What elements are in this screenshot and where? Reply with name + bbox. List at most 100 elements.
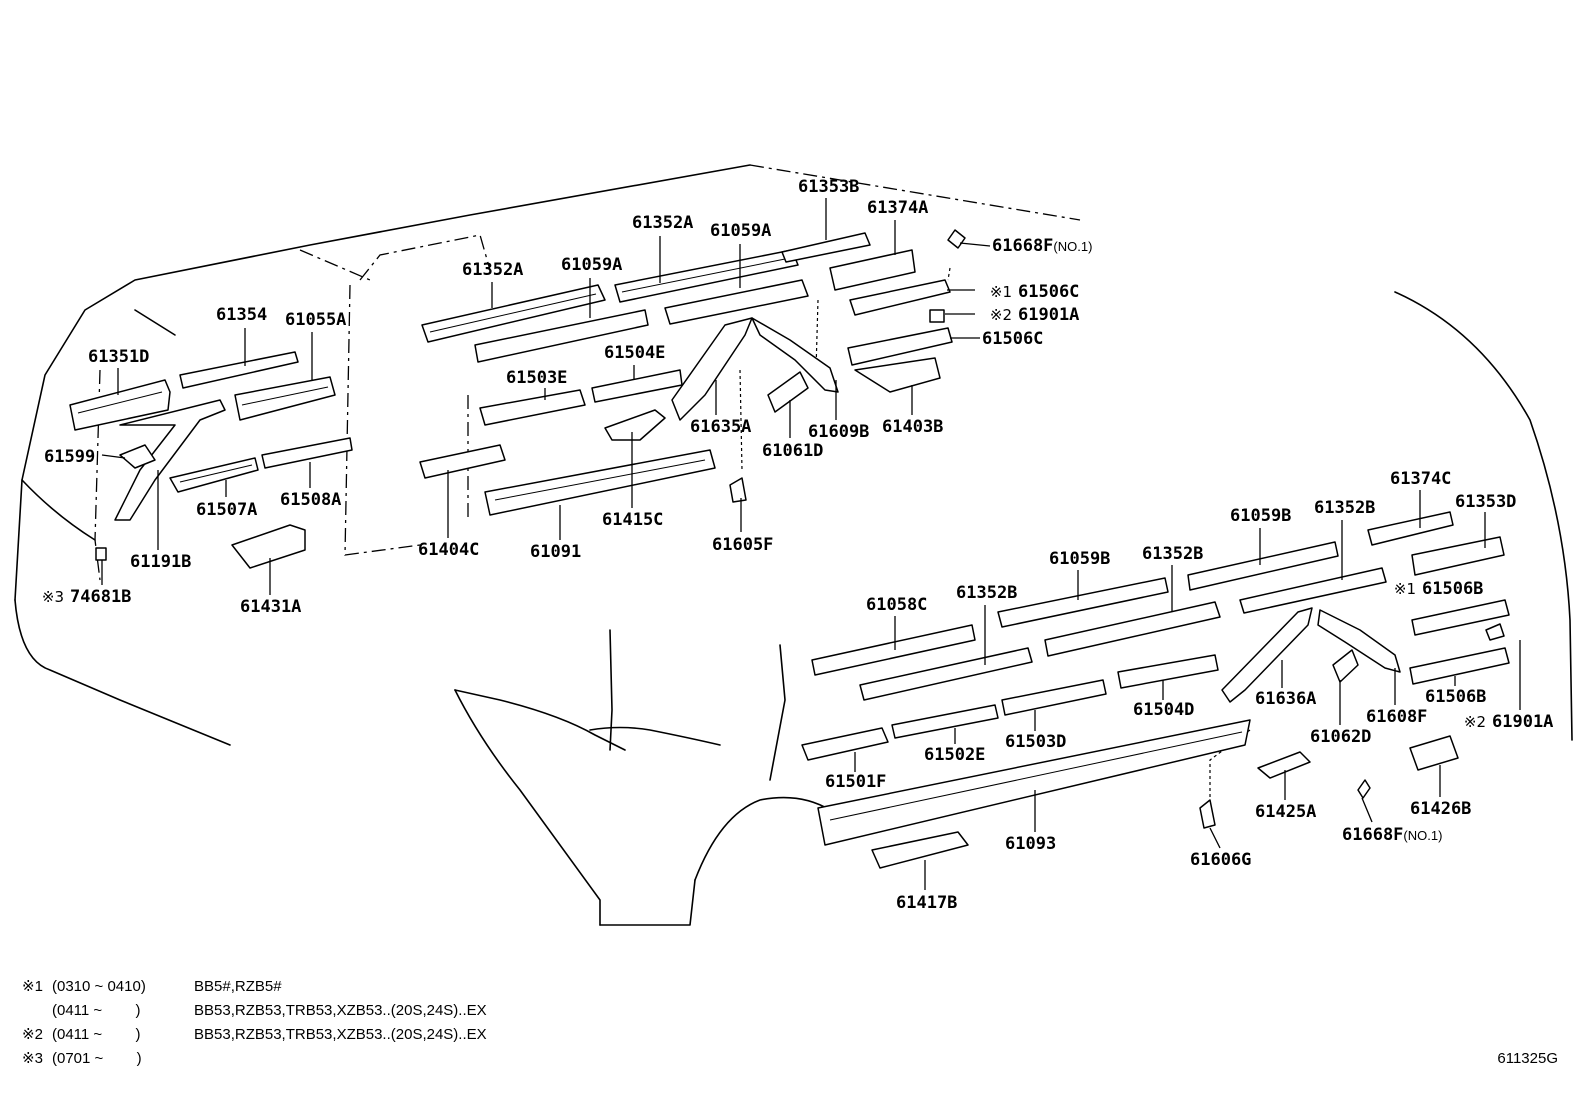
part-61506B-lower bbox=[1409, 647, 1510, 685]
part-61352A-right bbox=[614, 249, 799, 303]
part-61352B-upper bbox=[1239, 567, 1387, 614]
part-61353B bbox=[781, 232, 871, 263]
parts-left bbox=[69, 351, 353, 569]
part-61668F-upper bbox=[947, 229, 966, 249]
part-61635A bbox=[671, 317, 753, 421]
part-label-l02: 61374A bbox=[867, 198, 928, 218]
part-61504D bbox=[1117, 654, 1219, 689]
part-61059A-right bbox=[664, 279, 809, 325]
part-61506C-lower bbox=[847, 327, 953, 366]
part-61504E bbox=[591, 369, 683, 403]
note-mark-l42: ※2 bbox=[1464, 713, 1486, 731]
part-61353D bbox=[1411, 536, 1505, 576]
part-label-l41: 61608F bbox=[1366, 707, 1427, 727]
part-label-l15: 61503E bbox=[506, 368, 567, 388]
part-label-l25: 61404C bbox=[418, 540, 479, 560]
note-mark-l08: ※1 bbox=[990, 283, 1012, 301]
part-61668F-lower bbox=[1357, 779, 1371, 799]
part-label-l23: 61415C bbox=[602, 510, 663, 530]
part-61609B bbox=[751, 317, 839, 393]
part-label-l11: 61354 bbox=[216, 305, 267, 325]
part-label-l17: 61609B bbox=[808, 422, 869, 442]
note-models: BB53,RZB53,TRB53,XZB53..(20S,24S)..EX bbox=[194, 1002, 487, 1019]
part-label-l20: 61599 bbox=[44, 447, 95, 467]
part-61503D bbox=[1001, 679, 1107, 716]
part-61374C bbox=[1367, 511, 1454, 546]
part-label-l30: 61374C bbox=[1390, 469, 1451, 489]
part-61059B-lower bbox=[997, 577, 1169, 628]
part-61352B-lower bbox=[859, 647, 1033, 701]
part-61508A bbox=[261, 437, 353, 469]
note-range: (0411 ~ ) bbox=[52, 1026, 141, 1043]
note-mark-l28: ※3 bbox=[42, 588, 64, 606]
part-label-l26: 61091 bbox=[530, 542, 581, 562]
note-row: ※2 (0411 ~ ) BB53,RZB53,TRB53,XZB53..(20… bbox=[22, 1023, 487, 1047]
part-61415C bbox=[604, 409, 666, 441]
part-label-l50: 61668F(NO.1) bbox=[1342, 825, 1442, 845]
part-label-l13: 61351D bbox=[88, 347, 149, 367]
part-label-l44: 61062D bbox=[1310, 727, 1371, 747]
part-61059B-upper bbox=[1187, 541, 1339, 591]
part-label-l40: 61506B bbox=[1425, 687, 1486, 707]
note-row: (0411 ~ ) BB53,RZB53,TRB53,XZB53..(20S,2… bbox=[22, 999, 487, 1023]
part-label-l33: 61352B bbox=[1314, 498, 1375, 518]
part-61352A-left bbox=[421, 284, 606, 343]
note-row: ※1 (0310 ~ 0410) BB5#,RZB5# bbox=[22, 975, 487, 999]
part-label-l14: 61504E bbox=[604, 343, 665, 363]
part-61091 bbox=[484, 449, 716, 516]
part-74681B bbox=[95, 547, 107, 561]
part-label-l19: 61061D bbox=[762, 441, 823, 461]
note-mark: ※1 bbox=[22, 978, 43, 995]
part-61404C bbox=[419, 444, 506, 479]
note-models: BB53,RZB53,TRB53,XZB53..(20S,24S)..EX bbox=[194, 1026, 487, 1043]
note-row: ※3 (0701 ~ ) bbox=[22, 1047, 487, 1071]
part-label-l42: 61901A bbox=[1492, 712, 1553, 732]
part-label-l37: 61058C bbox=[866, 595, 927, 615]
part-label-l48: 61425A bbox=[1255, 802, 1316, 822]
part-61636A bbox=[1221, 607, 1313, 703]
note-range: (0411 ~ ) bbox=[52, 1002, 141, 1019]
part-label-l16: 61635A bbox=[690, 417, 751, 437]
parts-lower-right bbox=[801, 511, 1510, 869]
part-61352B-mid bbox=[1044, 601, 1221, 657]
part-label-l51: 61093 bbox=[1005, 834, 1056, 854]
note-range: (0701 ~ ) bbox=[52, 1050, 142, 1067]
part-label-l05: 61059A bbox=[710, 221, 771, 241]
part-61374A bbox=[829, 249, 916, 291]
part-61506B-upper bbox=[1411, 599, 1510, 636]
part-label-l10: 61506C bbox=[982, 329, 1043, 349]
note-mark: ※3 bbox=[22, 1050, 43, 1067]
part-61061D bbox=[767, 371, 809, 413]
part-61093 bbox=[817, 719, 1251, 846]
part-61191B bbox=[114, 399, 226, 521]
part-label-l06: 61352A bbox=[462, 260, 523, 280]
part-label-l18: 61403B bbox=[882, 417, 943, 437]
part-label-l47: 61501F bbox=[825, 772, 886, 792]
part-label-l24: 61191B bbox=[130, 552, 191, 572]
note-mark-l09: ※2 bbox=[990, 306, 1012, 324]
part-61417B bbox=[871, 831, 969, 869]
part-61354 bbox=[179, 351, 299, 389]
part-label-l45: 61502E bbox=[924, 745, 985, 765]
part-61351D bbox=[69, 379, 171, 431]
part-61507A bbox=[169, 457, 259, 493]
parts-upper-middle bbox=[419, 229, 966, 516]
note-mark-l36: ※1 bbox=[1394, 580, 1416, 598]
part-61062D bbox=[1332, 649, 1359, 683]
vehicle-outline bbox=[14, 164, 1573, 926]
body-dash-lines bbox=[94, 164, 1251, 800]
part-61502E bbox=[891, 704, 999, 739]
note-mark bbox=[22, 999, 52, 1023]
part-61055A bbox=[234, 376, 336, 421]
applicability-notes: ※1 (0310 ~ 0410) BB5#,RZB5# (0411 ~ ) BB… bbox=[22, 975, 487, 1071]
part-label-l31: 61353D bbox=[1455, 492, 1516, 512]
part-label-l46: 61503D bbox=[1005, 732, 1066, 752]
part-61058C bbox=[811, 624, 976, 676]
part-label-l22: 61508A bbox=[280, 490, 341, 510]
part-61431A bbox=[231, 524, 306, 569]
part-61425A bbox=[1257, 751, 1311, 779]
part-label-l53: 61417B bbox=[896, 893, 957, 913]
part-61506C-upper bbox=[849, 279, 951, 316]
note-models: BB5#,RZB5# bbox=[194, 978, 282, 995]
part-label-l39: 61636A bbox=[1255, 689, 1316, 709]
